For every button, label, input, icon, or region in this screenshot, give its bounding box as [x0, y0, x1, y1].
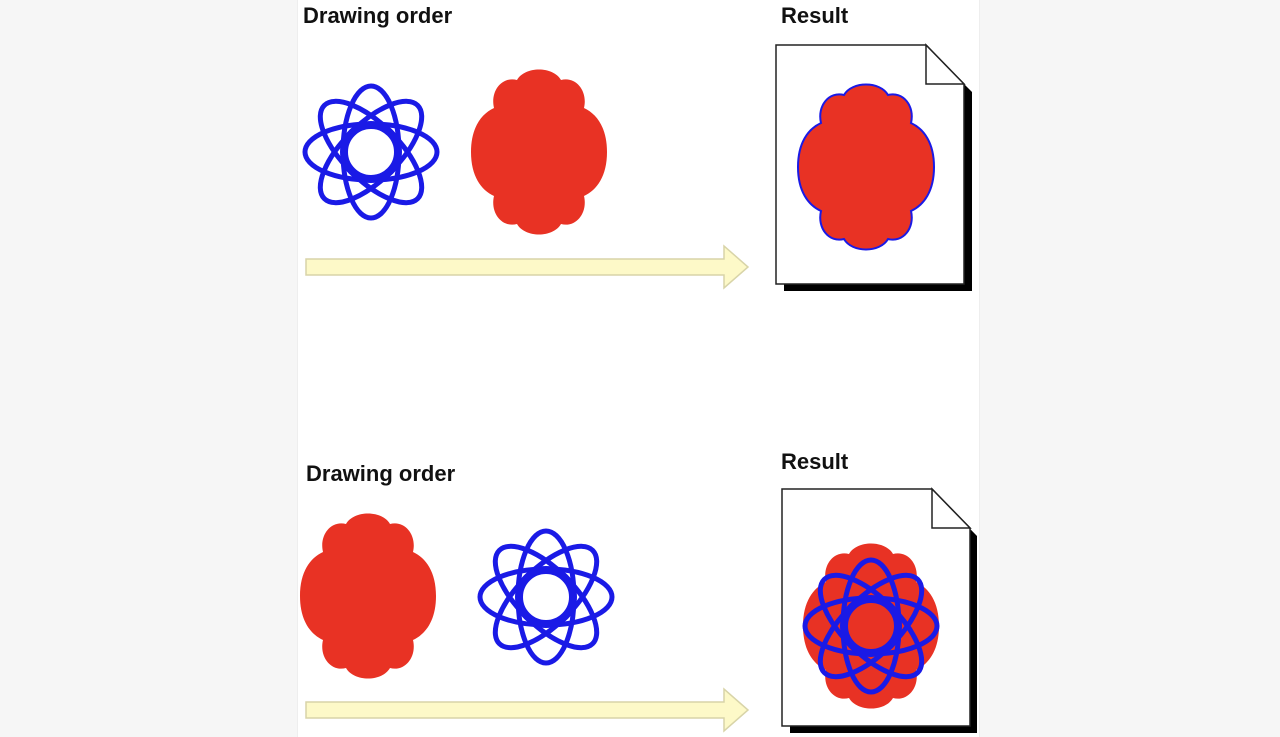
bottom-result-label: Result [781, 449, 849, 474]
bottom-rosette-outline-icon [480, 531, 613, 664]
bottom-result-shape [803, 543, 939, 709]
bottom-flower-fill-icon [300, 513, 436, 679]
top-flower-fill-icon [471, 69, 607, 235]
top-rosette-outline-icon [305, 86, 438, 219]
top-result-label: Result [781, 3, 849, 28]
bottom-right-arrow-icon [305, 687, 750, 733]
top-right-arrow-icon [305, 244, 750, 290]
bottom-drawing-order-label: Drawing order [306, 461, 456, 486]
top-drawing-order-label: Drawing order [303, 3, 453, 28]
